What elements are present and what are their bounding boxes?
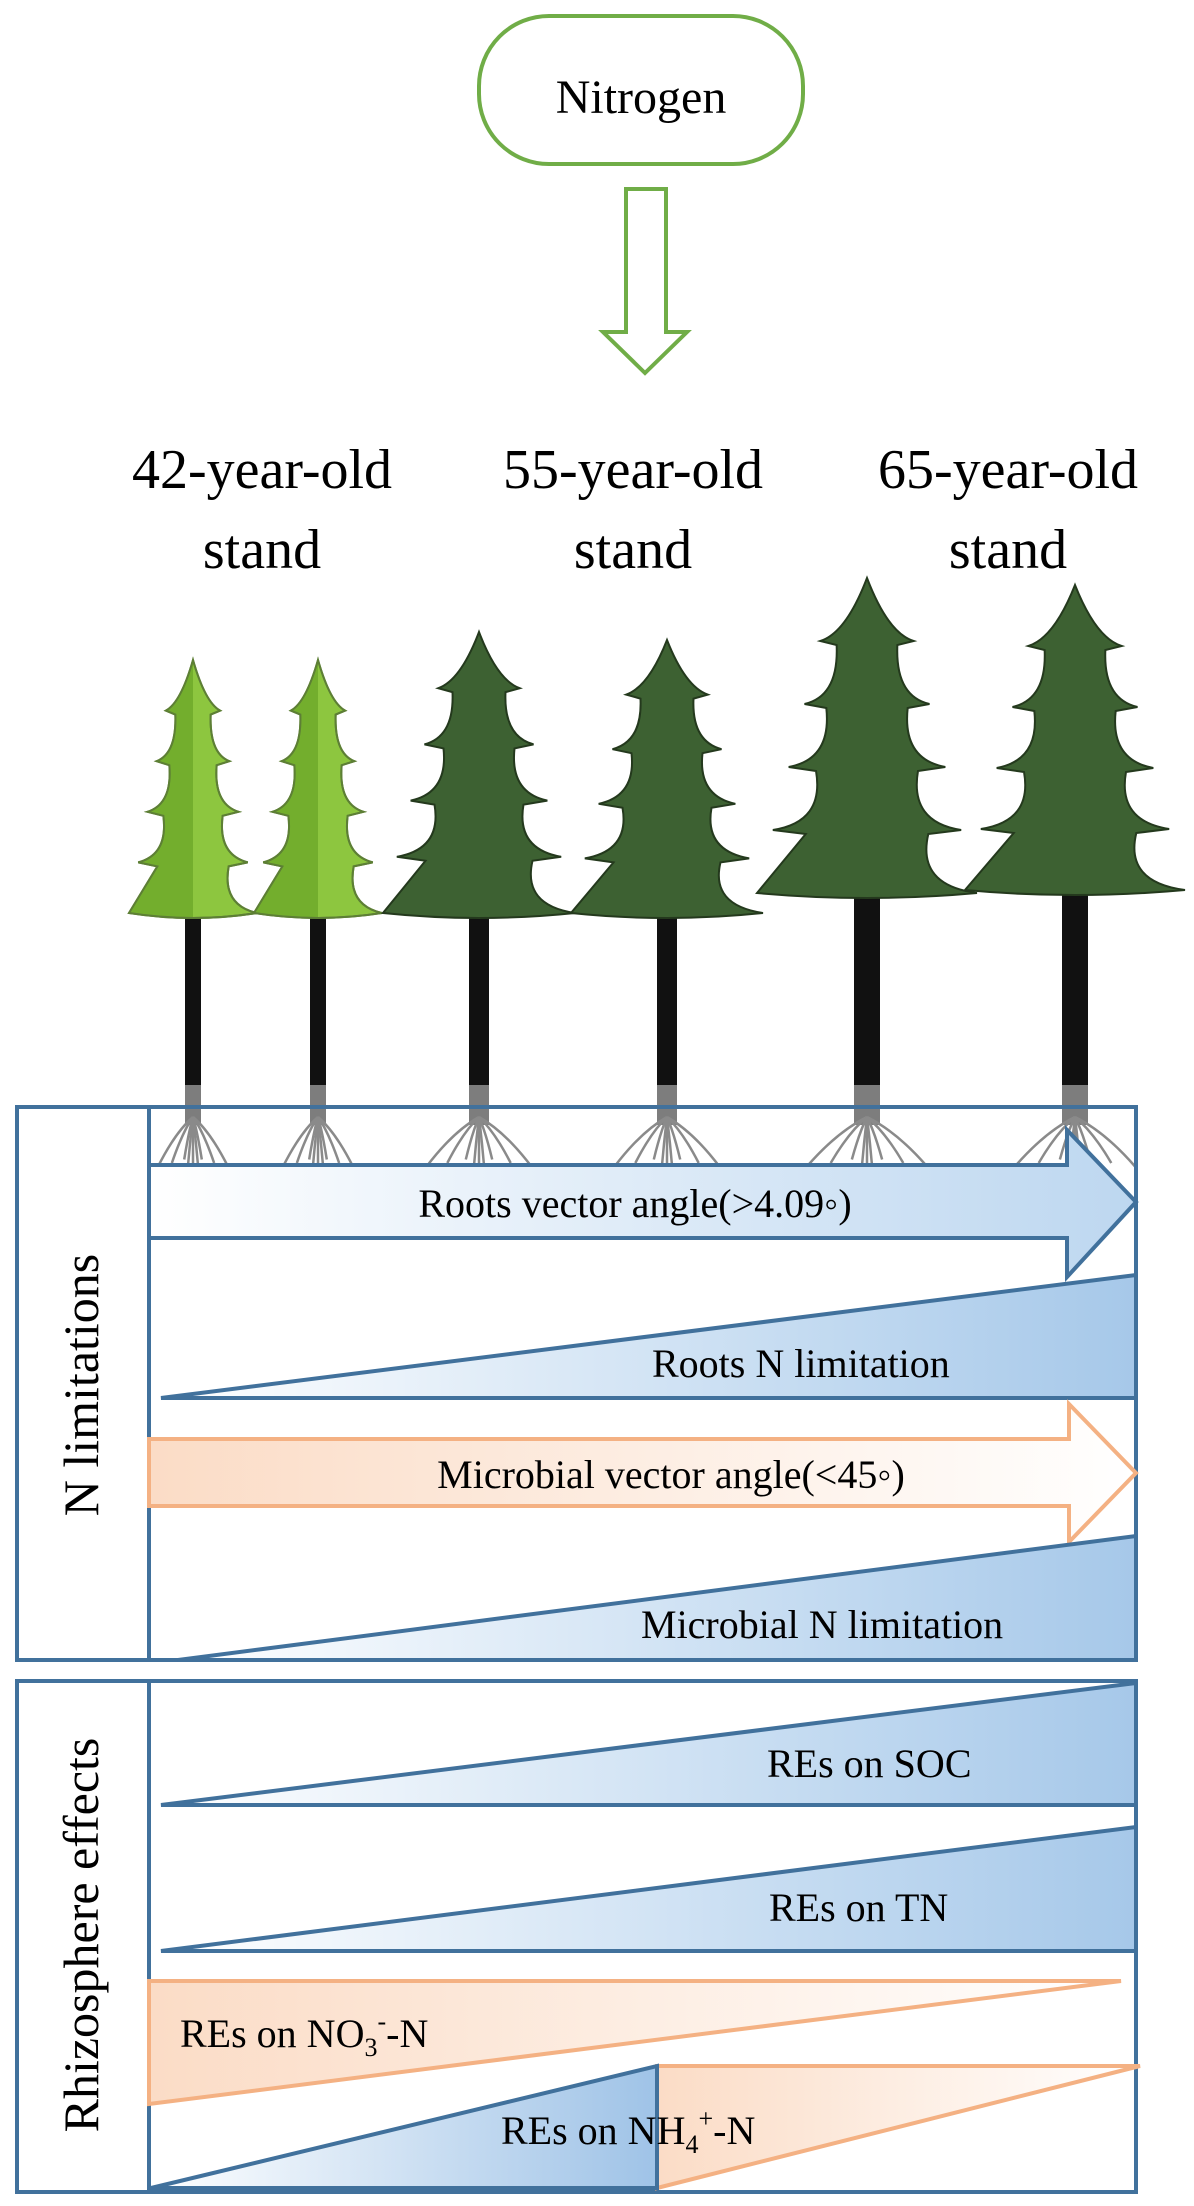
- stand-word: stand: [574, 519, 692, 581]
- soc-wedge: [160, 1680, 1138, 1807]
- tree-icon: [569, 637, 764, 1218]
- foliage: [381, 629, 576, 919]
- stand-word: stand: [203, 519, 321, 581]
- trees: [127, 575, 1186, 1218]
- nitrogen-label: Nitrogen: [556, 71, 727, 124]
- n-limitations-label: N limitations: [53, 1254, 109, 1517]
- stand-label-65: 65-year-old stand: [878, 439, 1138, 581]
- microbial-n-limitation-label: Microbial N limitation: [641, 1602, 1003, 1647]
- nh4-label: REs on NH4+-N: [501, 2104, 755, 2159]
- tree-trunk: [854, 883, 880, 1107]
- foliage: [962, 582, 1186, 896]
- soc-label: REs on SOC: [767, 1741, 972, 1786]
- stand-label-42: 42-year-old stand: [132, 439, 392, 581]
- tree-icon: [755, 575, 978, 1218]
- roots-n-limitation-label: Roots N limitation: [652, 1341, 950, 1386]
- stand-age: 55-year-old: [503, 439, 763, 501]
- down-arrow-icon: [598, 187, 692, 376]
- tree-trunk: [657, 903, 677, 1107]
- tree-trunk: [1062, 880, 1088, 1107]
- tn-label: REs on TN: [769, 1885, 948, 1930]
- foliage: [755, 575, 978, 899]
- tree-trunk: [310, 903, 326, 1107]
- roots-vector-arrow: [147, 1125, 1139, 1283]
- tree-trunk: [185, 903, 201, 1107]
- stand-word: stand: [949, 519, 1067, 581]
- stand-age: 65-year-old: [878, 439, 1138, 501]
- n-limitations-panel: N limitations Roots vector angle(>4.09◦)…: [15, 1105, 1139, 1662]
- rhizosphere-panel: Rhizosphere effects REs on SOC REs on TN…: [15, 1679, 1141, 2194]
- nh4-blue-wedge: [150, 2063, 659, 2190]
- roots-vector-label: Roots vector angle(>4.09◦): [418, 1181, 851, 1226]
- tree-icon: [252, 656, 383, 1218]
- foliage: [569, 637, 764, 919]
- stand-age: 42-year-old: [132, 439, 392, 501]
- stand-label-55: 55-year-old stand: [503, 439, 763, 581]
- tree-icon: [381, 629, 576, 1218]
- microbial-vector-arrow: [147, 1399, 1139, 1547]
- tree-trunk: [469, 903, 489, 1107]
- tree-icon: [962, 582, 1186, 1218]
- rhizosphere-label: Rhizosphere effects: [53, 1738, 109, 2133]
- no3-wedge: [147, 1979, 1122, 2107]
- no3-label: REs on NO3--N: [180, 2007, 428, 2062]
- nitrogen-node: Nitrogen: [477, 14, 805, 166]
- microbial-n-limitation-wedge: [177, 1533, 1138, 1662]
- tree-icon: [127, 656, 258, 1218]
- tn-wedge: [160, 1824, 1138, 1953]
- microbial-vector-label: Microbial vector angle(<45◦): [437, 1452, 905, 1497]
- roots-n-limitation-wedge: [160, 1272, 1138, 1400]
